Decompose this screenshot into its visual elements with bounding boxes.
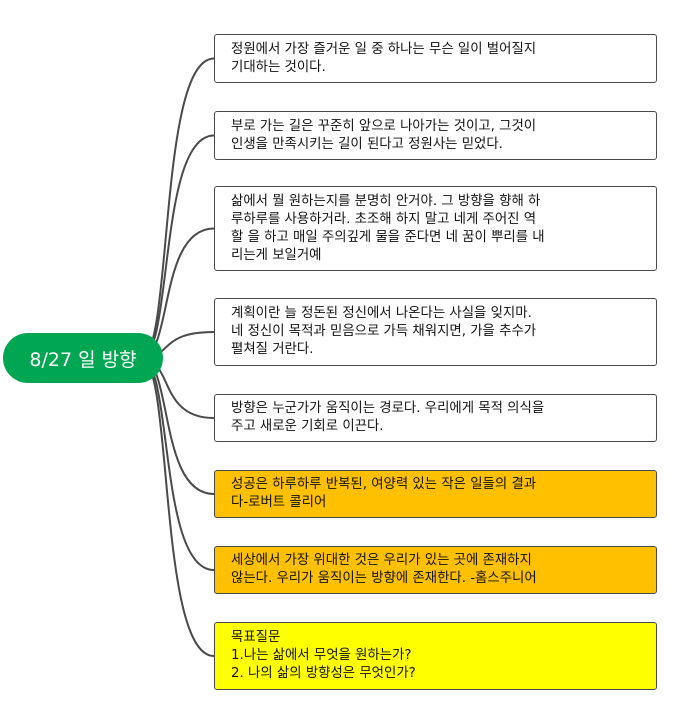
branch-node-4[interactable]: 계획이란 늘 정돈된 정신에서 나온다는 사실을 잊지마. 네 정신이 목적과 … — [214, 298, 657, 366]
branch-node-7[interactable]: 세상에서 가장 위대한 것은 우리가 있는 곳에 존재하지 않는다. 우리가 움… — [214, 546, 657, 594]
branch-node-6[interactable]: 성공은 하루하루 반복된, 여양력 있는 작은 일들의 결과 다-로버트 콜리어 — [214, 470, 657, 518]
branch-node-text: 정원에서 가장 즐거운 일 중 하나는 무슨 일이 벌어질지 기대하는 것이다. — [231, 41, 537, 75]
branch-node-5[interactable]: 방향은 누군가가 움직이는 경로다. 우리에게 목적 의식을 주고 새로운 기회… — [214, 394, 657, 442]
connector-line-2 — [140, 134, 215, 359]
connector-line-7 — [140, 357, 215, 571]
branch-node-3[interactable]: 삶에서 뭘 원하는지를 분명히 안거야. 그 방향을 향해 하 루하루를 사용하… — [214, 186, 657, 271]
branch-node-8[interactable]: 목표질문 1.나는 삶에서 무엇을 원하는가? 2. 나의 삶의 방향성은 무엇… — [214, 622, 657, 690]
branch-node-text: 성공은 하루하루 반복된, 여양력 있는 작은 일들의 결과 다-로버트 콜리어 — [231, 477, 537, 510]
branch-node-text: 계획이란 늘 정돈된 정신에서 나온다는 사실을 잊지마. 네 정신이 목적과 … — [231, 306, 537, 357]
branch-node-text: 세상에서 가장 위대한 것은 우리가 있는 곳에 존재하지 않는다. 우리가 움… — [231, 553, 537, 586]
branch-node-2[interactable]: 부로 가는 길은 꾸준히 앞으로 나아가는 것이고, 그것이 인생을 만족시키는… — [214, 111, 657, 160]
central-topic-label: 8/27 일 방향 — [29, 348, 137, 371]
branch-node-text: 방향은 누군가가 움직이는 경로다. 우리에게 목적 의식을 주고 새로운 기회… — [231, 401, 545, 434]
central-topic[interactable]: 8/27 일 방향 — [3, 333, 163, 383]
branch-node-1[interactable]: 정원에서 가장 즐거운 일 중 하나는 무슨 일이 벌어질지 기대하는 것이다. — [214, 34, 657, 83]
branch-node-text: 목표질문 1.나는 삶에서 무엇을 원하는가? 2. 나의 삶의 방향성은 무엇… — [231, 630, 416, 681]
branch-node-text: 삶에서 뭘 원하는지를 분명히 안거야. 그 방향을 향해 하 루하루를 사용하… — [231, 193, 545, 263]
branch-node-text: 부로 가는 길은 꾸준히 앞으로 나아가는 것이고, 그것이 인생을 만족시키는… — [231, 118, 537, 152]
connector-line-1 — [140, 57, 215, 359]
